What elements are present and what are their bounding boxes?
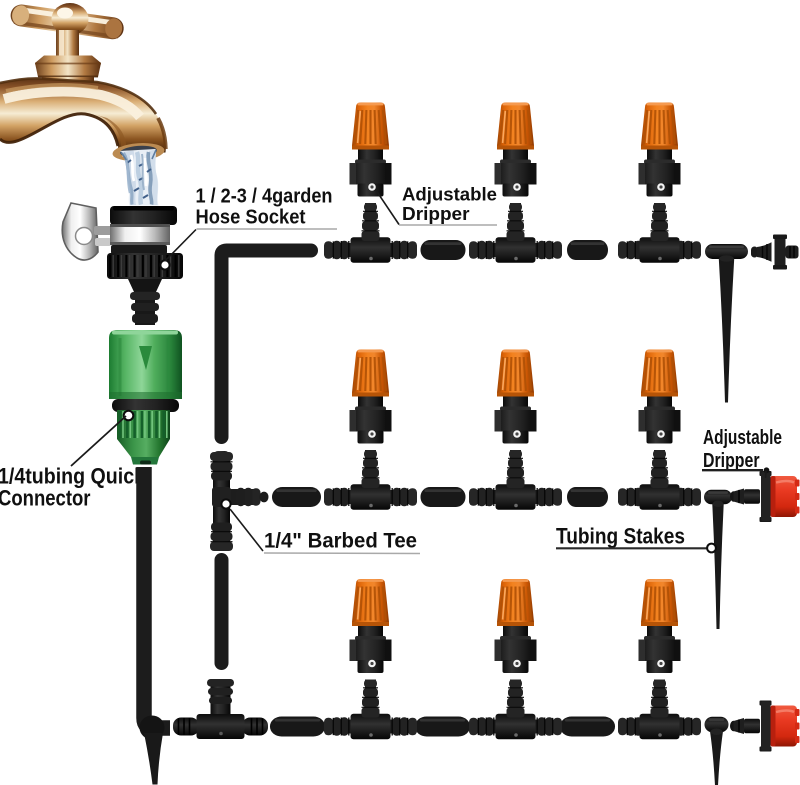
svg-text:Adjustable: Adjustable [703,427,782,449]
svg-text:Adjustable: Adjustable [402,185,497,205]
svg-text:Tubing Stakes: Tubing Stakes [556,524,685,549]
svg-text:Hose Socket: Hose Socket [196,206,306,228]
svg-text:Connector: Connector [0,485,91,510]
svg-text:Dripper: Dripper [402,204,470,224]
svg-text:1/4tubing Quick: 1/4tubing Quick [0,463,145,488]
svg-text:1 / 2-3 / 4garden: 1 / 2-3 / 4garden [196,186,333,208]
svg-text:1/4" Barbed Tee: 1/4" Barbed Tee [264,530,417,553]
svg-text:Dripper: Dripper [703,450,760,472]
